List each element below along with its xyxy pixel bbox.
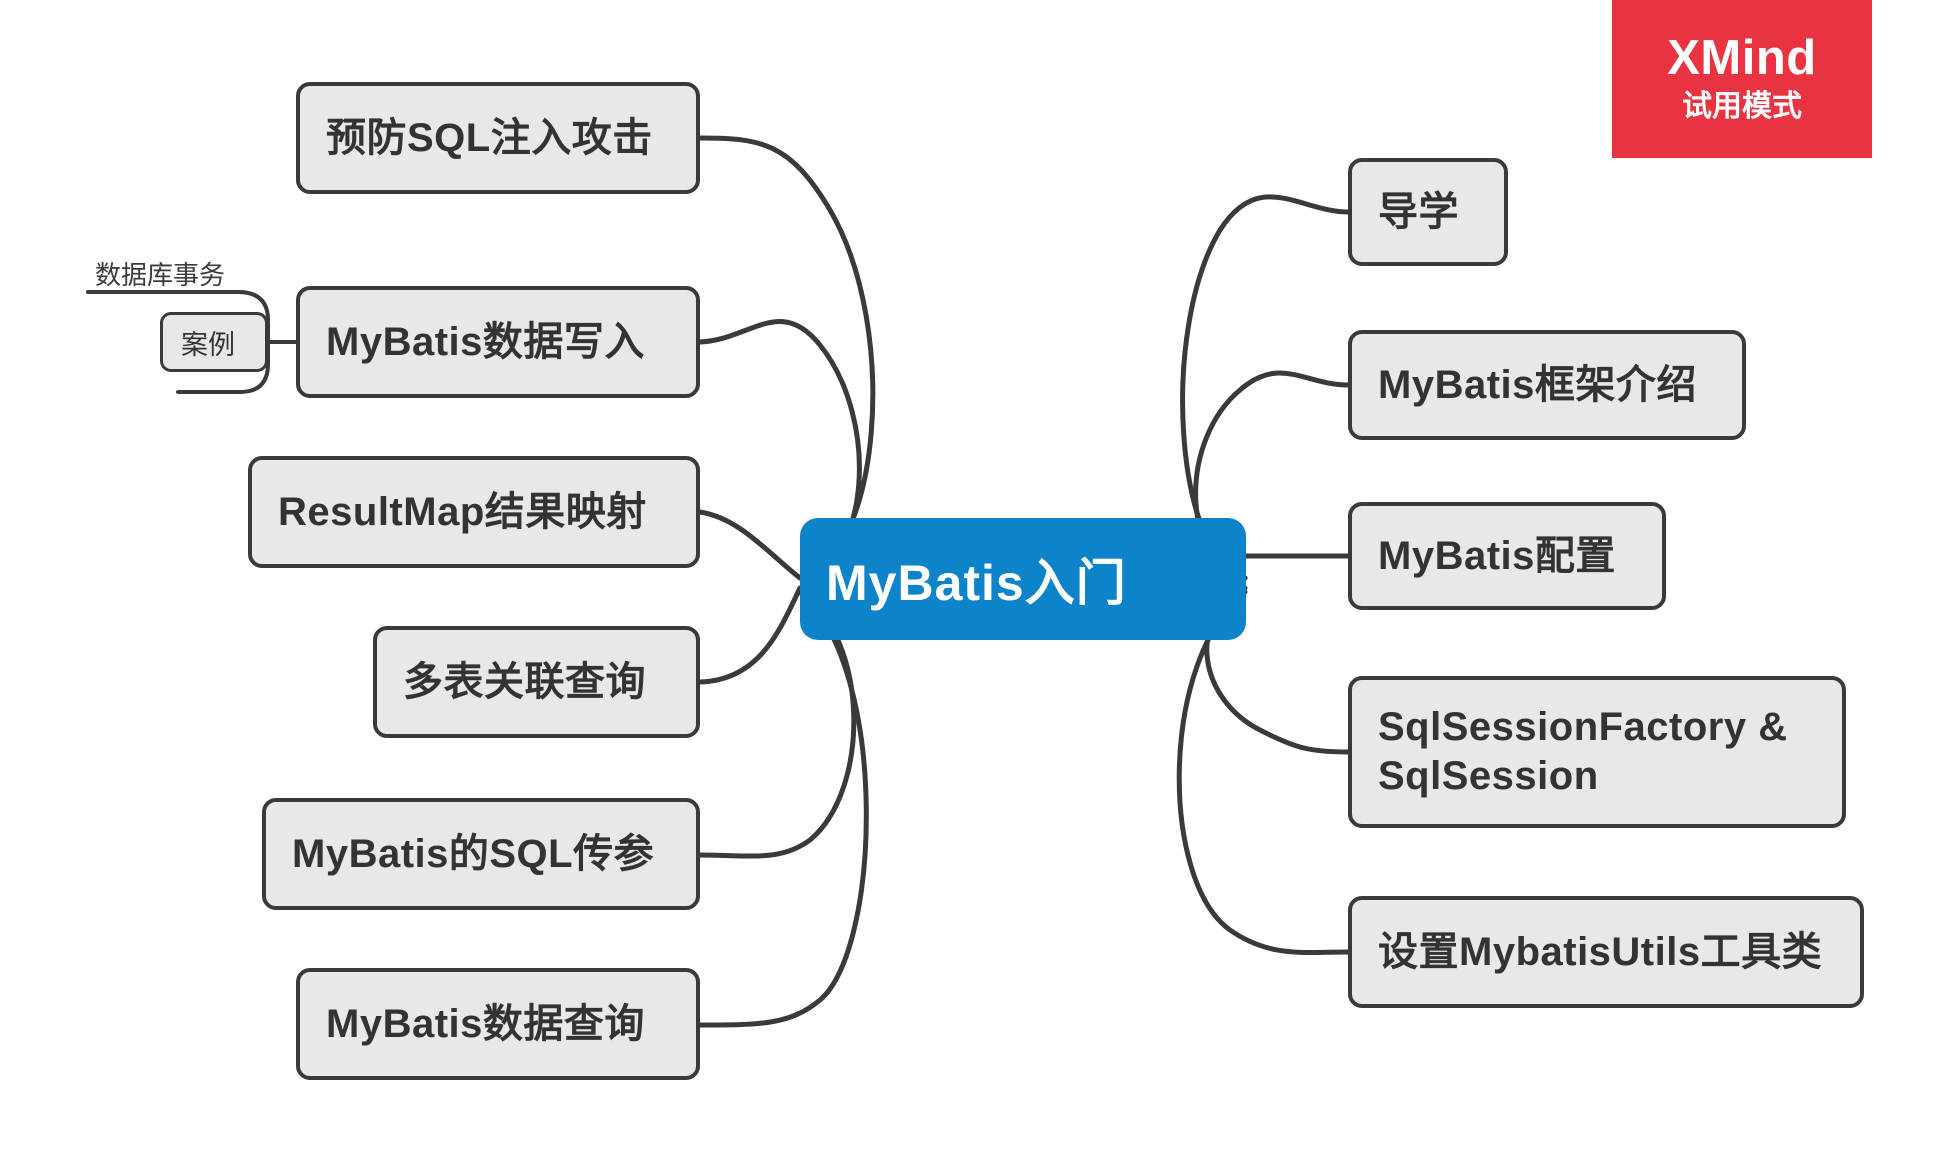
node-mybatis-utils[interactable]: 设置MybatisUtils工具类: [1348, 896, 1864, 1008]
node-label: 预防SQL注入攻击: [326, 115, 653, 160]
node-label: 多表关联查询: [403, 659, 646, 704]
connector-mybatis-utils: [1176, 589, 1351, 956]
xmind-watermark-brand: XMind: [1667, 31, 1817, 86]
node-label: MyBatis框架介绍: [1378, 362, 1697, 407]
label-db-transaction-text: 数据库事务: [95, 260, 226, 290]
node-label: SqlSessionFactory & SqlSession: [1378, 705, 1788, 798]
connector-multi-table-query: [697, 585, 803, 685]
node-label: 案例: [181, 329, 235, 360]
root-node[interactable]: MyBatis入门: [800, 518, 1246, 640]
node-label: 导学: [1378, 189, 1459, 234]
xmind-watermark-subtitle: 试用模式: [1682, 89, 1802, 123]
connector-mybatis-data-query: [697, 589, 869, 1028]
root-node-label: MyBatis入门: [826, 555, 1127, 611]
node-sqlsession-factory[interactable]: SqlSessionFactory & SqlSession: [1348, 676, 1846, 828]
node-mybatis-config[interactable]: MyBatis配置: [1348, 502, 1666, 610]
node-label: 设置MybatisUtils工具类: [1378, 929, 1823, 974]
node-multi-table-query[interactable]: 多表关联查询: [373, 626, 700, 738]
label-db-transaction: 数据库事务: [95, 255, 225, 292]
connector-resultmap-mapping: [697, 509, 803, 581]
node-label: MyBatis数据写入: [326, 319, 645, 364]
node-intro-guide[interactable]: 导学: [1348, 158, 1508, 266]
node-resultmap-mapping[interactable]: ResultMap结果映射: [248, 456, 700, 568]
node-mybatis-sql-params[interactable]: MyBatis的SQL传参: [262, 798, 700, 910]
node-mybatis-data-write[interactable]: MyBatis数据写入: [296, 286, 700, 398]
node-label: MyBatis配置: [1378, 533, 1616, 578]
node-mybatis-data-query[interactable]: MyBatis数据查询: [296, 968, 700, 1080]
node-framework-intro[interactable]: MyBatis框架介绍: [1348, 330, 1746, 440]
node-case-study[interactable]: 案例: [160, 312, 268, 372]
node-label: MyBatis的SQL传参: [292, 831, 655, 876]
node-label: ResultMap结果映射: [278, 489, 647, 534]
xmind-watermark: XMind 试用模式: [1612, 0, 1872, 158]
node-label: MyBatis数据查询: [326, 1001, 645, 1046]
connector-prevent-sql-injection: [697, 135, 876, 581]
node-prevent-sql-injection[interactable]: 预防SQL注入攻击: [296, 82, 700, 194]
